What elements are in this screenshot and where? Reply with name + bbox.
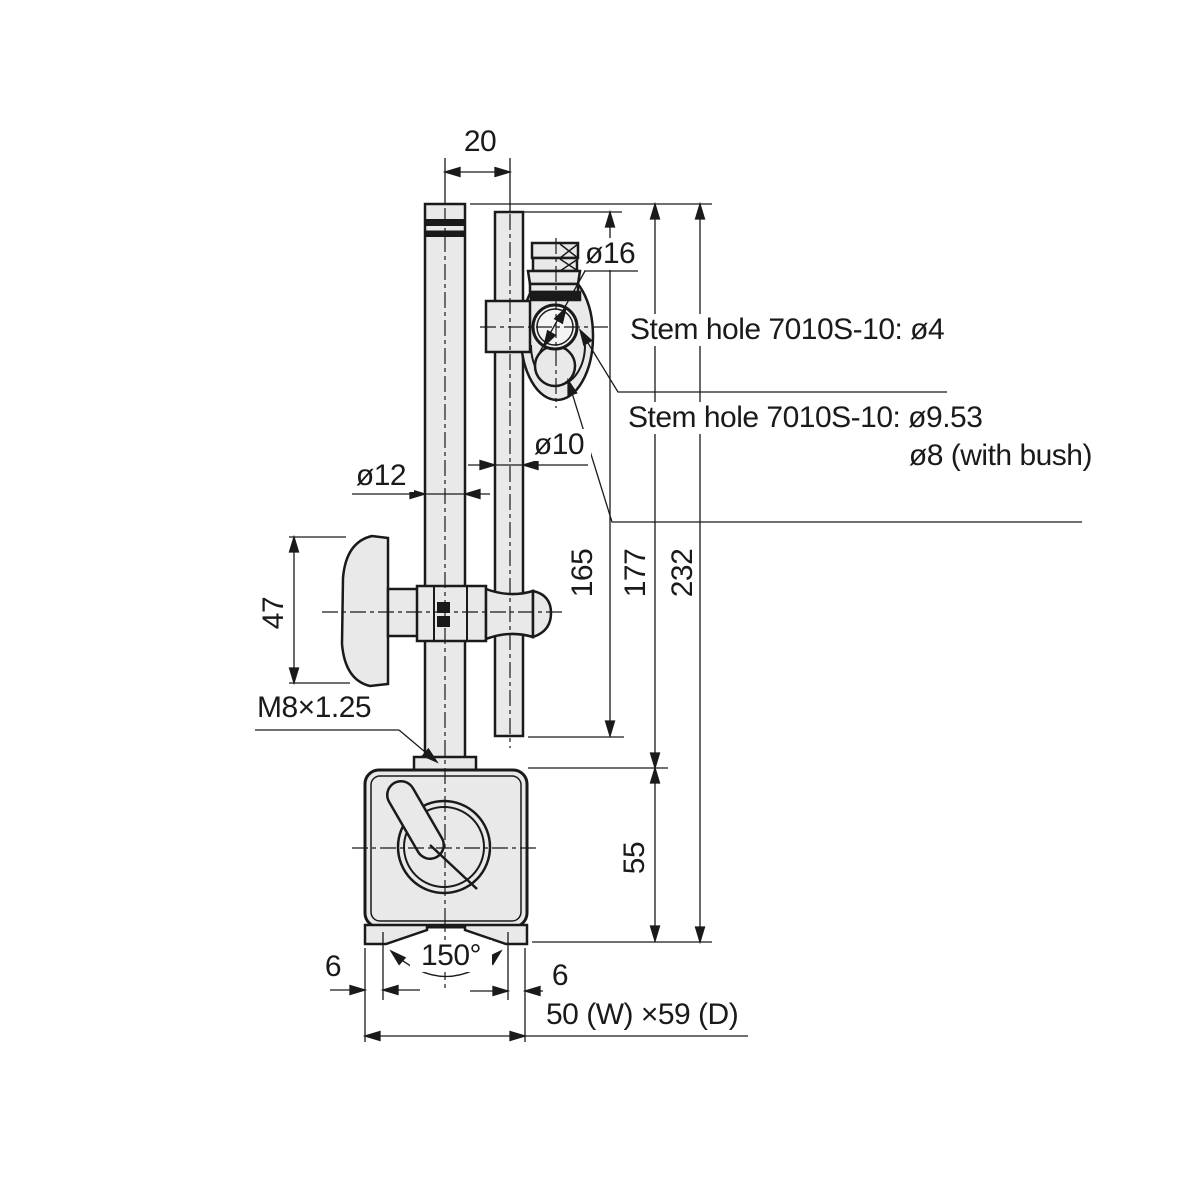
dim-label-column-height: 177 [619,531,652,615]
label-thread-spec: M8×1.25 [255,691,374,724]
dim-foot-widths [330,932,572,1042]
dim-label-vee-angle: 150° [410,940,492,972]
dim-top-spacing [442,158,513,211]
dim-label-top-spacing: 20 [443,126,517,158]
switch-slot [429,844,478,890]
dim-label-foot-right: 6 [543,960,577,992]
dim-label-base-height: 55 [618,826,651,890]
dim-rod-diameter [468,459,588,471]
leader-boss-diameter [537,270,638,356]
dim-label-overall-height: 232 [666,531,699,615]
clamp-knob [340,534,390,688]
dim-label-rod-diameter: ø10 [527,429,591,461]
note-stem-hole-small: Stem hole 7010S-10: ø4 [628,313,947,346]
magnetic-base [363,755,529,946]
dim-label-base-footprint: 50 (W) ×59 (D) [544,998,741,1031]
extension-lines [470,203,712,943]
centerlines [322,208,612,988]
dim-label-knob-height: 47 [257,581,290,645]
dim-rod-length [604,209,616,739]
note-stem-hole-large: Stem hole 7010S-10: ø9.53 [626,401,985,434]
dim-label-boss-diameter: ø16 [583,237,638,270]
dim-label-rod-length: 165 [566,531,599,615]
knurl-hatch [559,243,579,272]
switch-lever [388,782,443,858]
leader-stem-hole-large [567,377,1082,523]
dim-column-diameter [352,488,490,500]
rod-holder-dome [531,589,553,639]
dim-label-column-diameter: ø12 [348,460,414,492]
dim-base-footprint [362,1030,748,1042]
dim-label-foot-left: 6 [316,951,350,983]
leader-stem-hole-small [578,328,947,393]
dim-knob-height [288,534,350,686]
stand-geometry [340,202,595,946]
stem-hole-large [533,344,577,388]
support-rod [493,210,525,738]
leader-thread [255,729,439,764]
v-groove-feet [363,923,529,946]
note-stem-hole-bush: ø8 (with bush) [852,440,1094,472]
dimension-lines [255,158,1082,1042]
